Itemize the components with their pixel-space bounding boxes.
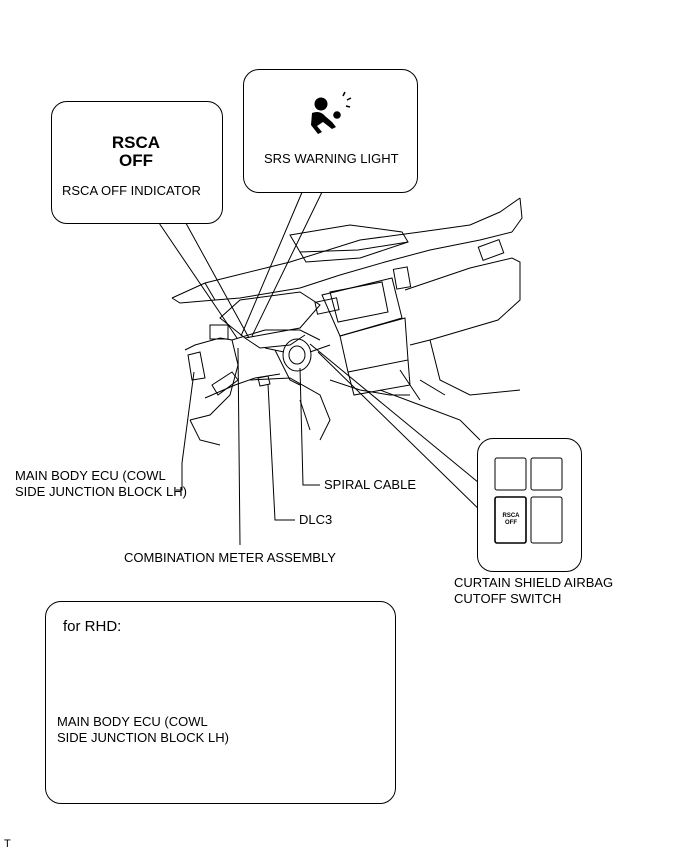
rsca-off-callout xyxy=(51,101,223,224)
spiral-cable-label: SPIRAL CABLE xyxy=(324,477,417,492)
rsca-off-text: RSCA OFF xyxy=(111,133,161,170)
footer-code: T xyxy=(4,838,11,850)
main-body-ecu-label: MAIN BODY ECU (COWL SIDE JUNCTION BLOCK … xyxy=(15,468,187,499)
combination-meter-label: COMBINATION METER ASSEMBLY xyxy=(124,550,336,565)
rhd-inset-title: for RHD: xyxy=(63,618,122,635)
curtain-shield-switch-label: CURTAIN SHIELD AIRBAG CUTOFF SWITCH xyxy=(454,575,614,606)
rhd-main-body-ecu-label: MAIN BODY ECU (COWL SIDE JUNCTION BLOCK … xyxy=(57,714,229,745)
dlc3-label: DLC3 xyxy=(299,512,333,527)
srs-callout xyxy=(243,69,418,193)
switch-button-text: RSCA OFF xyxy=(502,513,520,526)
rhd-inset xyxy=(45,601,396,804)
switch-callout xyxy=(477,438,582,572)
rsca-off-indicator-label: RSCA OFF INDICATOR xyxy=(62,183,201,198)
srs-warning-light-label: SRS WARNING LIGHT xyxy=(264,151,399,166)
